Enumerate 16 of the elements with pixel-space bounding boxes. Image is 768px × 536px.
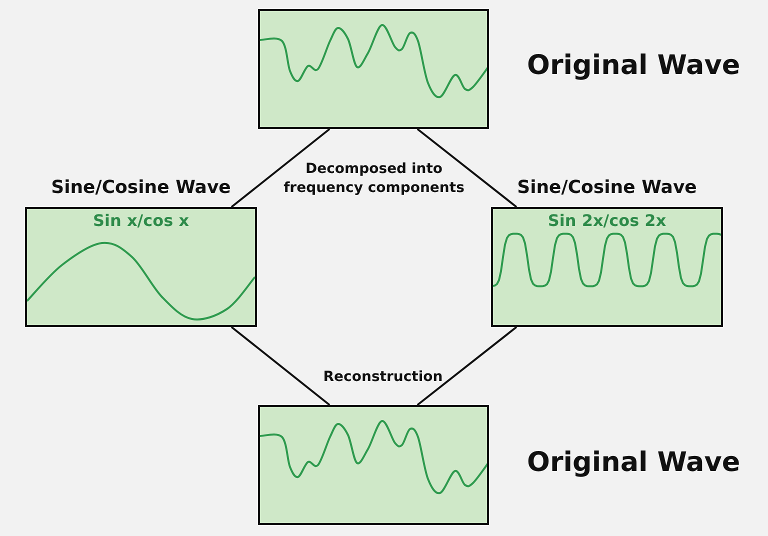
wave-title: Original Wave xyxy=(527,50,740,81)
connector-line xyxy=(230,326,330,406)
wave-panel xyxy=(258,9,489,129)
wave-heading: Sine/Cosine Wave xyxy=(516,177,698,198)
wave-panel xyxy=(491,207,723,327)
connector-line xyxy=(416,128,518,208)
wave-title: Original Wave xyxy=(527,447,740,478)
connector-line xyxy=(230,128,330,208)
wave-formula: Sin x/cos x xyxy=(92,211,190,230)
wave-heading: Sine/Cosine Wave xyxy=(50,177,232,198)
step-label: Decomposed into frequency components xyxy=(282,160,466,198)
connector-line xyxy=(416,326,518,406)
wave-formula: Sin 2x/cos 2x xyxy=(546,211,668,230)
step-label: Reconstruction xyxy=(322,368,444,387)
wave-panel xyxy=(258,405,489,525)
wave-panel xyxy=(25,207,257,327)
